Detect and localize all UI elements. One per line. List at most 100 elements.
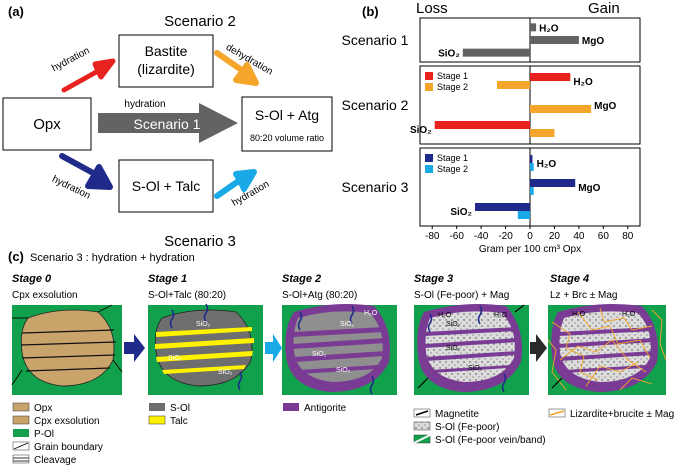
hydration-label-mid: hydration xyxy=(124,99,165,110)
gain-label: Gain xyxy=(588,0,620,17)
bar-s1-h2o-1 xyxy=(530,23,537,32)
scenario1-arrow-grey xyxy=(98,103,238,143)
x-tick-label-1: -60 xyxy=(449,231,464,242)
stage3-desc: S-Ol (Fe-poor) + Mag xyxy=(414,290,509,301)
bar-label-s1-h2o: H₂O xyxy=(539,23,559,34)
legend-cpx-exsolution: Cpx exsolution xyxy=(34,416,100,427)
stage1-desc: S-Ol+Talc (80:20) xyxy=(148,290,226,301)
stage1-sio2-label-a: SiO₂ xyxy=(196,321,211,328)
panel-a: (a) Scenario 2 Scenario 3 Opx Bastite (l… xyxy=(2,4,333,250)
stage1-sio2-label-c: SiO₂ xyxy=(218,369,233,376)
sol-atg-box xyxy=(241,96,333,152)
x-tick-label-0: -80 xyxy=(425,231,440,242)
stage2-grain: SiO₂ SiO₂ SiO₂ H₂O xyxy=(282,304,397,395)
x-tick-label-7: 60 xyxy=(598,231,610,242)
x-tick-label-3: -20 xyxy=(498,231,513,242)
stage1-grain: SiO₂ SiO₂ SiO₂ xyxy=(148,303,263,395)
legend-swatch-s3-1 xyxy=(425,154,433,162)
scenario-label-2: Scenario 2 xyxy=(342,97,409,113)
stage-arrow-black xyxy=(530,334,547,362)
loss-label: Loss xyxy=(416,0,448,17)
bar-s3-h2o-2 xyxy=(530,163,534,171)
legend-stage4: Lizardite+brucite ± Mag xyxy=(548,408,674,420)
legend-text-s2-1: Stage 1 xyxy=(437,71,468,81)
scenario-bar-chart: Scenario 1 H₂O MgO SiO₂ Scenario 2 H₂O MgO SiO₂… xyxy=(342,17,641,242)
legend-text-s3-1: Stage 1 xyxy=(437,153,468,163)
hydration-arrow-cyan xyxy=(214,169,257,199)
stage3-sio2-label-a: SiO₂ xyxy=(446,321,461,328)
stage3-sio2-label-b: SiO₂ xyxy=(446,345,461,352)
stage2-sio2-label-a: SiO₂ xyxy=(340,321,355,328)
bastite-box xyxy=(118,34,214,88)
bar-label-s1-sio2: SiO₂ xyxy=(438,49,460,60)
bar-s3-sio2-1 xyxy=(475,203,530,211)
bar-s2-mgo-2 xyxy=(530,105,592,113)
legend-opx: Opx xyxy=(34,403,52,414)
stage2-title: Stage 2 xyxy=(282,273,321,285)
stage0-title: Stage 0 xyxy=(12,273,52,285)
sol-atg-label: S-Ol + Atg xyxy=(255,107,319,123)
opx-box xyxy=(2,97,92,151)
bastite-label: Bastite xyxy=(145,43,188,59)
bar-s3-mgo-2 xyxy=(530,187,534,195)
stage1-sio2-label-b: SiO₂ xyxy=(168,355,183,362)
stage4-grain: H₂O H₂O xyxy=(547,304,667,395)
bar-label-s2-mgo: MgO xyxy=(594,101,616,112)
lizardite-label: (lizardite) xyxy=(137,61,195,77)
bar-label-s1-mgo: MgO xyxy=(582,36,604,47)
stage3-h2o-label-a: H₂O xyxy=(438,312,452,319)
stage3-h2o-label-b: H₂O xyxy=(494,312,508,319)
bar-s1-mgo-1 xyxy=(530,36,579,44)
legend-text-s3-2: Stage 2 xyxy=(437,164,468,174)
stage3-sio2-label-c: SiO₂ xyxy=(468,365,483,372)
stage3-grain: SiO₂ SiO₂ SiO₂ H₂O H₂O xyxy=(414,304,529,395)
legend-stage2: Antigorite xyxy=(283,403,347,414)
legend-lizardite-brucite: Lizardite+brucite ± Mag xyxy=(570,409,674,420)
stage4-title: Stage 4 xyxy=(550,273,589,285)
hydration-label-navy: hydration xyxy=(50,174,92,202)
stage0-grain xyxy=(11,304,123,395)
legend-text-s2-2: Stage 2 xyxy=(437,82,468,92)
bar-s2-h2o-1 xyxy=(530,73,571,81)
legend-swatch-s2-1 xyxy=(425,72,433,80)
hydration-arrow-navy xyxy=(59,153,113,190)
stage2-sio2-label-b: SiO₂ xyxy=(312,351,327,358)
legend-talc: Talc xyxy=(170,416,188,427)
scenario1-arrow-label: Scenario 1 xyxy=(134,116,201,132)
legend-s-ol-vein: S-Ol (Fe-poor vein/band) xyxy=(435,435,546,446)
x-tick-label-4: 0 xyxy=(527,231,533,242)
bar-label-s2-h2o: H₂O xyxy=(573,77,593,88)
legend-stage0: Opx Cpx exsolution P-Ol Grain boundary C… xyxy=(12,402,103,465)
stage1-title: Stage 1 xyxy=(148,273,187,285)
panel-c-label: (c) xyxy=(8,249,24,264)
hydration-arrow-red xyxy=(61,58,116,93)
stage4-h2o-label-b: H₂O xyxy=(622,311,636,318)
legend-magnetite: Magnetite xyxy=(435,409,479,420)
stage2-desc: S-Ol+Atg (80:20) xyxy=(282,290,357,301)
bar-s3-sio2-2 xyxy=(517,211,530,219)
stage2-sio2-label-c: SiO₂ xyxy=(336,367,351,374)
stage3-title: Stage 3 xyxy=(414,273,453,285)
bar-s3-mgo-1 xyxy=(530,179,576,187)
bar-label-s3-sio2: SiO₂ xyxy=(450,207,472,218)
bar-s2-sio2-2 xyxy=(530,129,555,137)
panel-c-title: Scenario 3 : hydration + hydration xyxy=(30,252,195,264)
scenario-label-1: Scenario 1 xyxy=(342,32,409,48)
legend-swatch-s2-2 xyxy=(425,83,433,91)
volume-ratio-label: 80:20 volume ratio xyxy=(250,133,324,143)
stage-arrow-cyan xyxy=(265,334,282,362)
dehydration-arrow-orange xyxy=(214,50,259,86)
bar-label-s3-mgo: MgO xyxy=(578,183,600,194)
sol-talc-label: S-Ol + Talc xyxy=(132,178,201,194)
legend-s-ol-fe-poor: S-Ol (Fe-poor) xyxy=(435,422,499,433)
x-axis-label: Gram per 100 cm³ Opx xyxy=(479,244,581,255)
legend-stage3: Magnetite S-Ol (Fe-poor) S-Ol (Fe-poor v… xyxy=(413,408,546,446)
scenario2-title: Scenario 2 xyxy=(164,13,236,30)
x-tick-label-6: 40 xyxy=(573,231,585,242)
legend-antigorite: Antigorite xyxy=(304,403,347,414)
x-tick-label-2: -40 xyxy=(474,231,489,242)
stage0-desc: Cpx exsolution xyxy=(12,290,78,301)
stage4-h2o-label-a: H₂O xyxy=(572,311,586,318)
legend-stage1: S-Ol Talc xyxy=(148,403,190,427)
